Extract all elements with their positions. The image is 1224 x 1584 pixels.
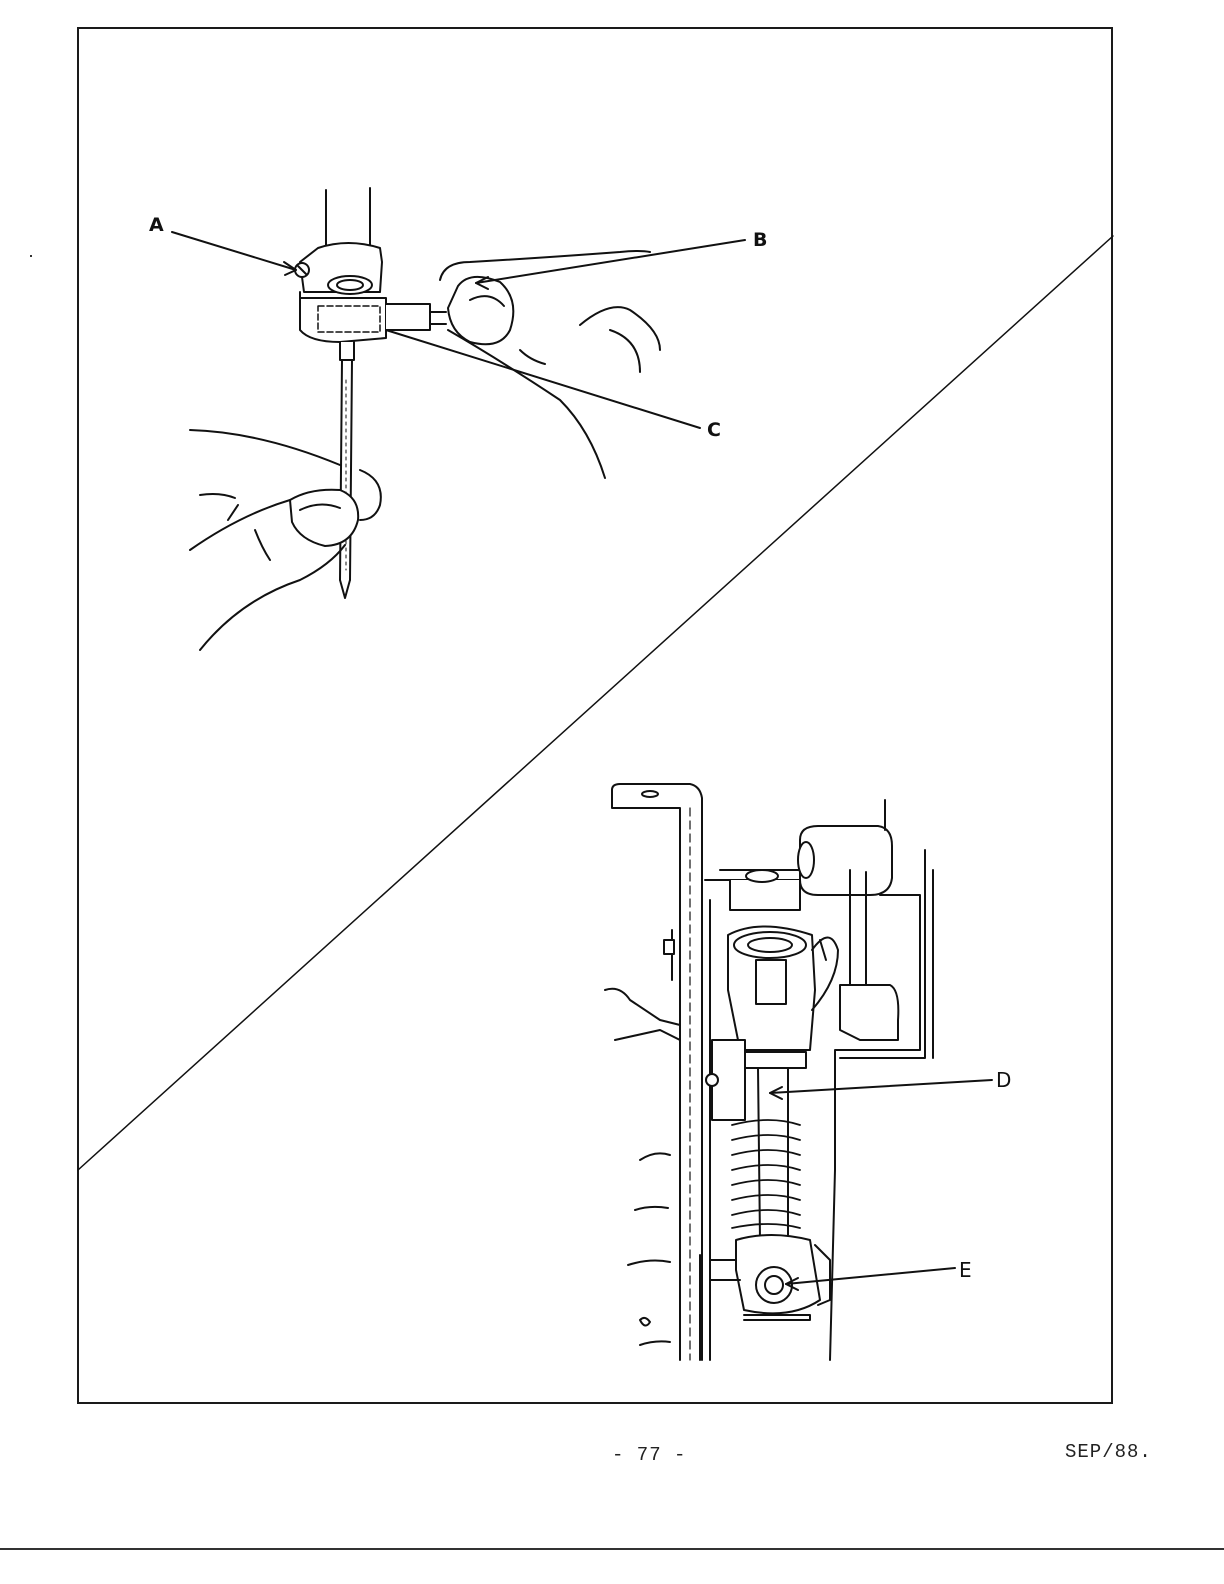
date-stamp: SEP/88. [1065,1441,1152,1463]
presser-bar-illustration [604,783,993,1361]
page-number: - 77 - [612,1444,687,1466]
figure-frame [77,27,1113,1404]
callout-label-c: C [707,419,721,441]
needle-clamp-illustration [171,187,746,651]
stray-mark [30,255,32,257]
callout-label-a: A [149,214,164,236]
callout-label-d: D [996,1068,1012,1092]
bottom-rule [0,1548,1224,1550]
callout-label-e: E [959,1258,972,1282]
callout-label-b: B [753,229,768,251]
diagonal-divider [77,235,1114,1171]
